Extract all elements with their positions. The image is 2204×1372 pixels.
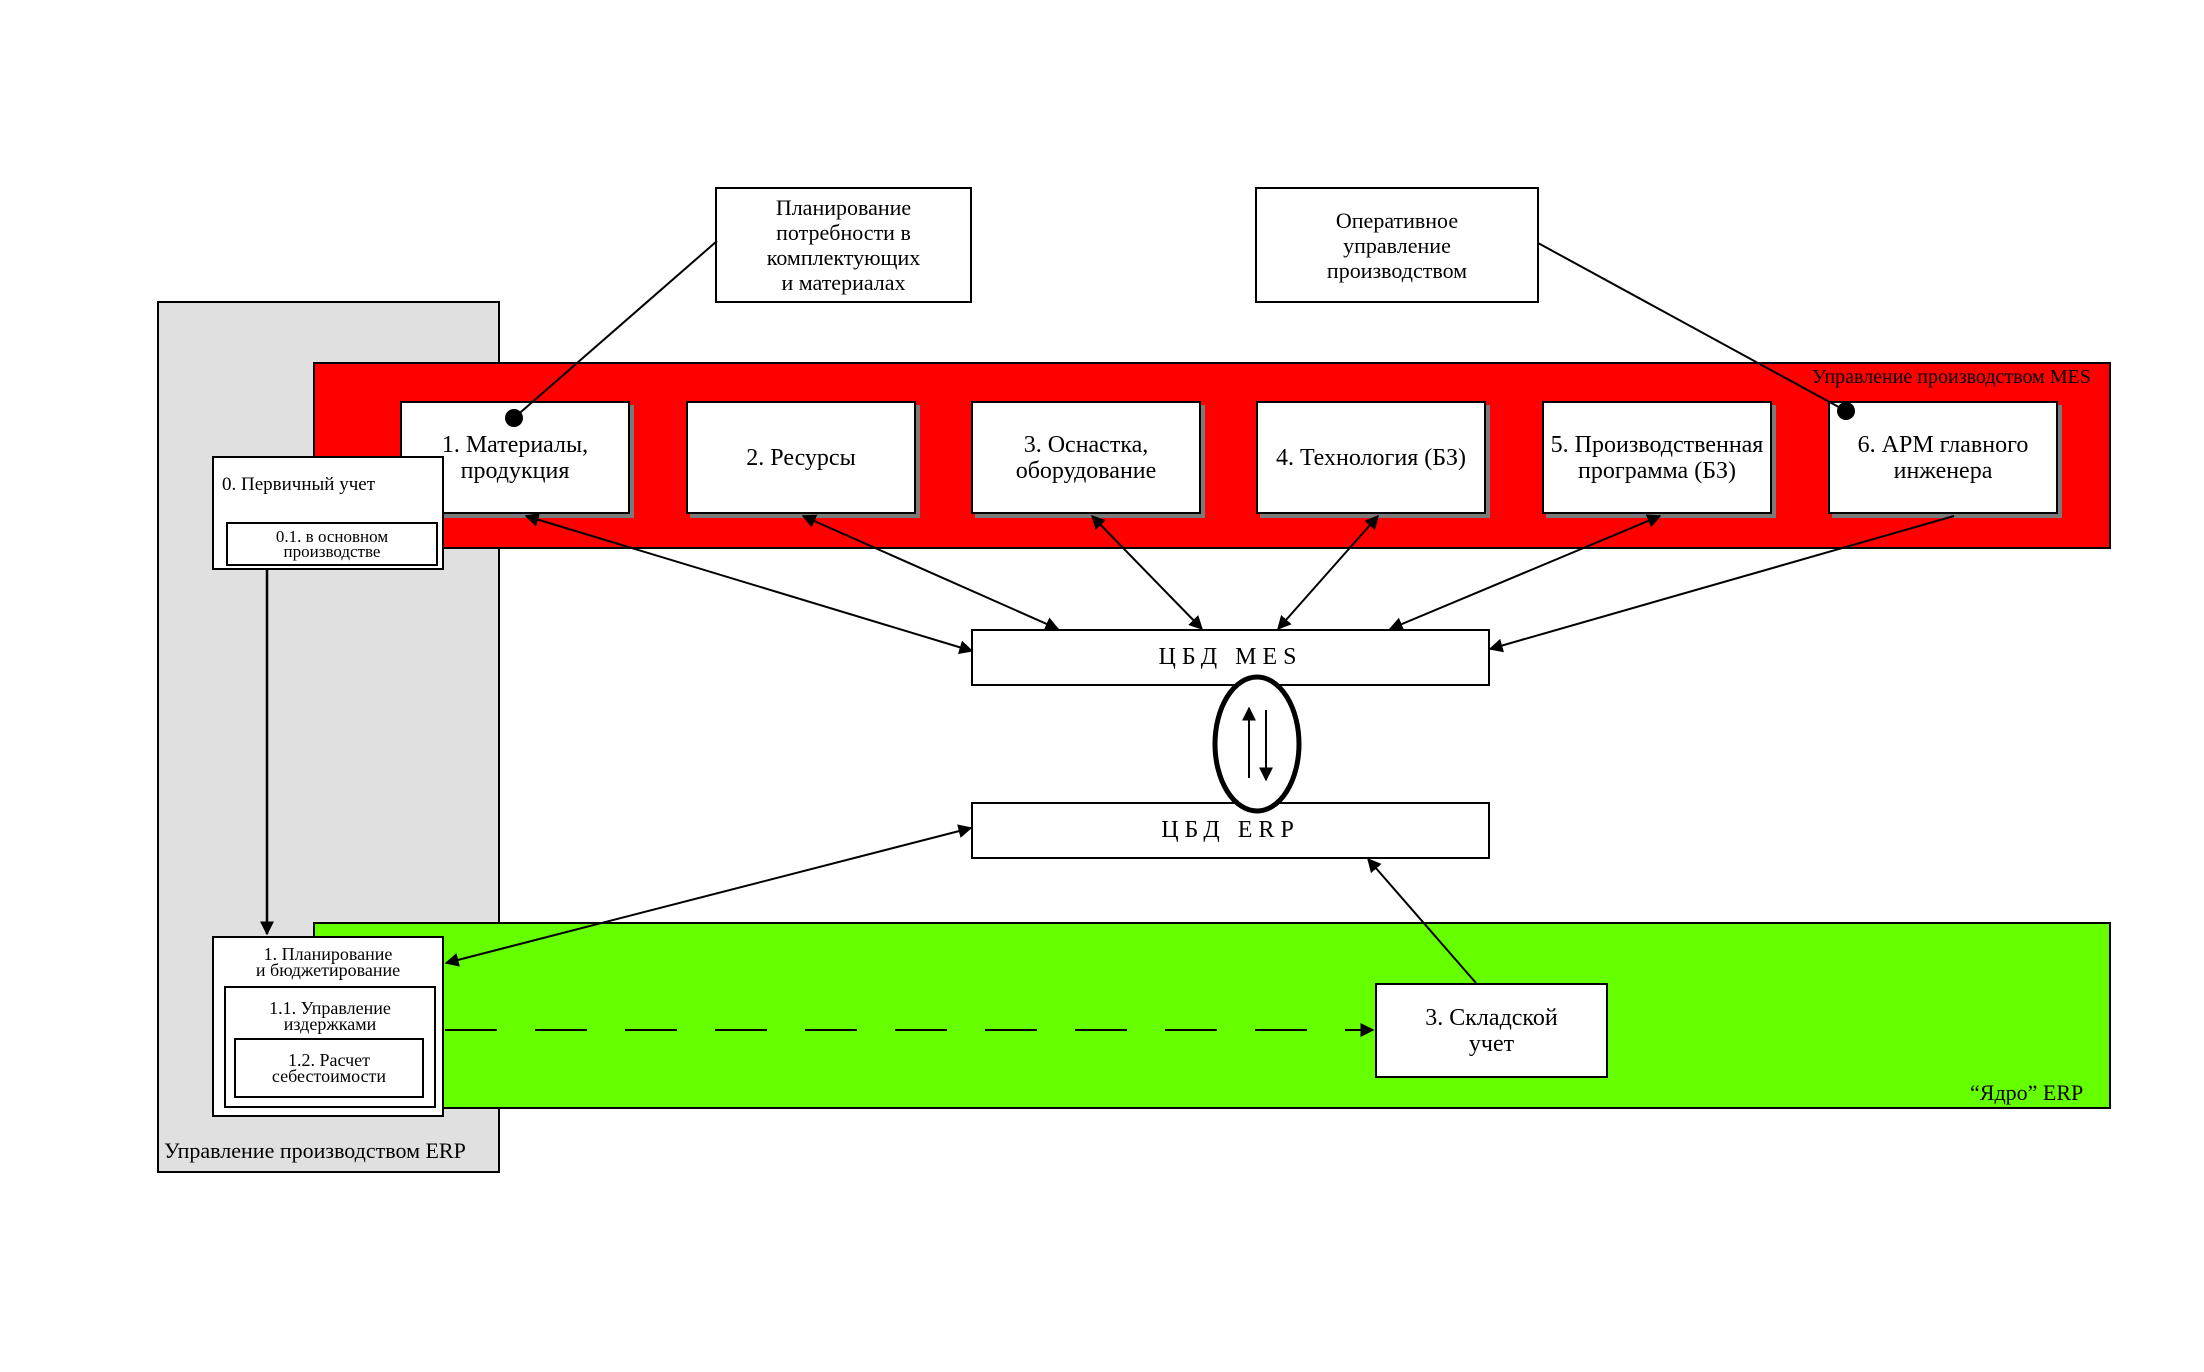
cost-management-title: 1.1. Управление издержками [269,998,391,1034]
cost-management-box: 1.1. Управление издержками 1.2. Расчет с… [224,986,436,1108]
operational-callout-line [1537,242,1847,412]
arrow-technology-cbd [1277,514,1379,631]
planning-callout-line [513,240,718,419]
warehouse-accounting-box: 3. Складской учет [1375,983,1608,1078]
primary-accounting-box: 0. Первичный учет 0.1. в основном произв… [212,456,444,570]
arrow-program-cbd [1388,514,1662,631]
cbd-mes-box: ЦБД MES [971,629,1490,686]
primary-accounting-title: 0. Первичный учет [222,474,375,495]
arrow-cbd-erp-planning [444,824,973,967]
arrow-warehouse-cbd-erp [1367,857,1477,984]
arrow-workstation-cbd [1488,515,1955,653]
erp-core-label: “Ядро” ERP [1970,1080,2084,1105]
operational-callout-dot [1837,402,1855,420]
mes-module-tooling: 3. Оснастка, оборудование [971,401,1201,514]
planning-callout-dot [505,409,523,427]
sync-ellipse [1212,674,1302,814]
planning-budgeting-title: 1. Планирование и бюджетирование [255,944,401,980]
arrow-materials-cbd [524,512,974,655]
planning-note-box: Планирование потребности в комплектующих… [715,187,972,303]
mes-module-production-program: 5. Производственная программа (БЗ) [1542,401,1772,514]
costing-box: 1.2. Расчет себестоимости [234,1038,424,1098]
erp-management-label: Управление производством ERP [164,1138,466,1163]
mes-band-label: Управление производством MES [1812,366,2091,388]
operational-note-box: Оперативное управление производством [1255,187,1539,303]
mes-module-resources: 2. Ресурсы [686,401,916,514]
mes-module-technology: 4. Технология (БЗ) [1256,401,1486,514]
cbd-erp-box: ЦБД ERP [971,802,1490,859]
arrow-tooling-cbd [1091,514,1203,631]
primary-accounting-main-production: 0.1. в основном производстве [226,522,438,566]
mes-module-chief-engineer-workstation: 6. АРМ главного инженера [1828,401,2058,514]
arrow-resources-cbd [801,514,1060,631]
planning-budgeting-box: 1. Планирование и бюджетирование 1.1. Уп… [212,936,444,1117]
